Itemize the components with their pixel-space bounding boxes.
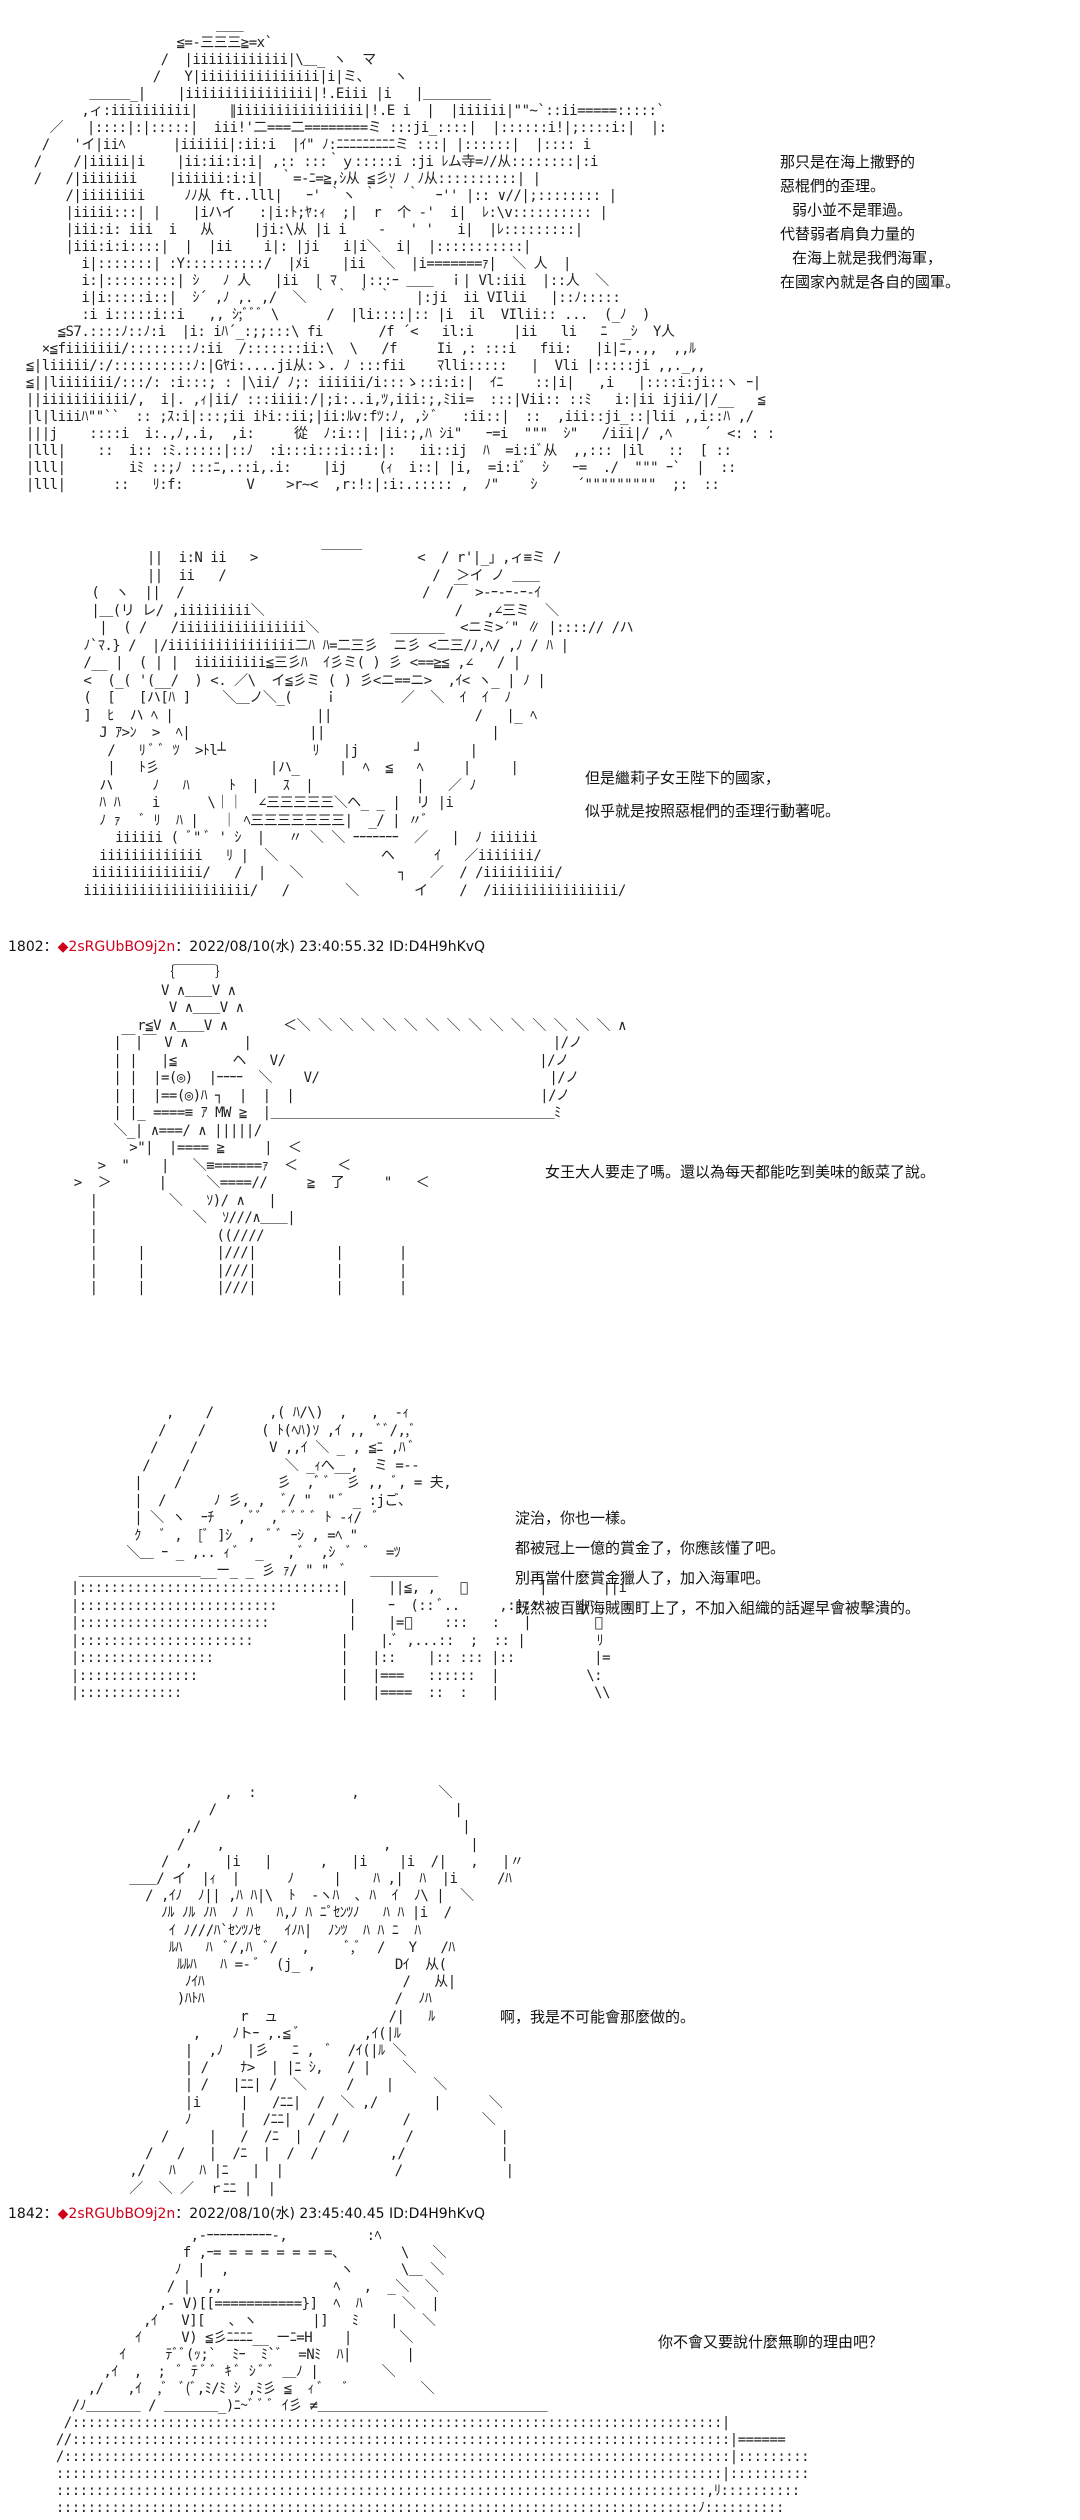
ascii-art-figure-at-table: ,-ｰｰｰｰｰｰｰｰｰｰ-, :ﾍ f ,ｰ= = = = = = = =、 \…	[55, 2228, 810, 2516]
panel-5: , : , ＼ / | ,/ | / , , |	[0, 1785, 1080, 2197]
dialogue-line: 在海上就是我們海軍，	[792, 249, 943, 267]
dialogue-line: 在國家內就是各自的國軍。	[780, 273, 961, 291]
dialogue-line: 既然被百獸海賊團盯上了，不加入組織的話遲早會被擊潰的。	[515, 1599, 921, 1617]
ascii-art-robot-with-chainsaw: ｛￣￣￣｝ V ∧＿＿V ∧ V ∧＿＿V ∧ r≦V ∧＿＿V ∧ ＜＼ ＼ …	[73, 965, 627, 1296]
dialogue-line: 你不會又要說什麼無聊的理由吧？	[658, 2333, 884, 2351]
post-number: 1802	[8, 939, 44, 955]
post-header-1842: 1842：◆2sRGUbBO9j2n：2022/08/10(水) 23:45:4…	[8, 2205, 485, 2223]
dialogue-line: 女王大人要走了嗎。還以為每天都能吃到美味的飯菜了說。	[545, 1163, 936, 1181]
dialogue-line: 淀治，你也一樣。	[515, 1509, 636, 1527]
dialogue-line: 都被冠上一億的賞金了，你應該懂了吧。	[515, 1539, 786, 1557]
dialogue-line: 別再當什麼賞金獵人了，加入海軍吧。	[515, 1569, 771, 1587]
panel-1: ＿＿ ≦=-三三三≧=x` / |iiiiiiiiiiii|\＿_ ヽ マ / …	[0, 0, 1080, 520]
dialogue-panel-5: 啊，我是不可能會那麼做的。	[500, 2005, 695, 2029]
post-tripcode[interactable]: 2sRGUbBO9j2n	[68, 939, 176, 955]
post-separator: ：	[43, 939, 58, 955]
post-tripcode[interactable]: 2sRGUbBO9j2n	[68, 2206, 176, 2222]
dialogue-line: 那只是在海上撒野的	[780, 153, 916, 171]
dialogue-line: 弱小並不是罪過。	[792, 201, 913, 219]
post-meta: ：2022/08/10(水) 23:40:55.32 ID:D4H9hKvQ	[175, 939, 486, 955]
post-separator: ：	[43, 2206, 58, 2222]
post-number: 1842	[8, 2206, 44, 2222]
dialogue-line: 惡棍們的歪理。	[780, 177, 886, 195]
dialogue-line: 啊，我是不可能會那麼做的。	[500, 2008, 696, 2026]
dialogue-panel-4: 淀治，你也一樣。 都被冠上一億的賞金了，你應該懂了吧。 別再當什麼賞金獵人了，加…	[515, 1503, 920, 1623]
dialogue-line: 但是繼莉子女王陛下的國家，	[585, 769, 781, 787]
ascii-art-officer-at-desk: , / ,( ﾊ/\) , , -ｨ / / ( ﾄ(ﾍﾊ)ｿ ,ｲ ,, ﾞﾞ…	[70, 1405, 627, 1701]
panel-2: || i:N ii > ￣￣￣ < / r'|_」,ィ≡ミ / || ii / …	[0, 540, 1080, 930]
ascii-art-marine-officer-group: ＿＿ ≦=-三三三≧=x` / |iiiiiiiiiiii|\＿_ ヽ マ / …	[25, 18, 775, 493]
panel-6: ,-ｰｰｰｰｰｰｰｰｰｰ-, :ﾍ f ,ｰ= = = = = = = =、 \…	[0, 2228, 1080, 2518]
dialogue-line: 代替弱者肩負力量的	[780, 225, 916, 243]
dialogue-line: 似乎就是按照惡棍們的歪理行動著呢。	[585, 802, 841, 820]
ascii-art-young-man-smiling: , : , ＼ / | ,/ | / , , |	[129, 1785, 524, 2197]
dialogue-panel-1: 那只是在海上撒野的 惡棍們的歪理。 弱小並不是罪過。 代替弱者肩負力量的 在海上…	[770, 150, 960, 294]
dialogue-panel-2: 但是繼莉子女王陛下的國家， 似乎就是按照惡棍們的歪理行動著呢。	[585, 762, 840, 828]
trip-diamond-icon: ◆	[57, 2206, 69, 2222]
post-meta: ：2022/08/10(水) 23:45:40.45 ID:D4H9hKvQ	[175, 2206, 486, 2222]
panel-4: , / ,( ﾊ/\) , , -ｨ / / ( ﾄ(ﾍﾊ)ｿ ,ｲ ,, ﾞﾞ…	[0, 1405, 1080, 1725]
ascii-art-queen-and-guards: || i:N ii > ￣￣￣ < / r'|_」,ィ≡ミ / || ii / …	[83, 550, 634, 899]
trip-diamond-icon: ◆	[57, 939, 69, 955]
dialogue-panel-6: 你不會又要說什麼無聊的理由吧？	[658, 2330, 883, 2354]
panel-3: ｛￣￣￣｝ V ∧＿＿V ∧ V ∧＿＿V ∧ r≦V ∧＿＿V ∧ ＜＼ ＼ …	[0, 965, 1080, 1345]
dialogue-panel-3: 女王大人要走了嗎。還以為每天都能吃到美味的飯菜了說。	[545, 1160, 935, 1184]
post-header-1802: 1802：◆2sRGUbBO9j2n：2022/08/10(水) 23:40:5…	[8, 938, 485, 956]
